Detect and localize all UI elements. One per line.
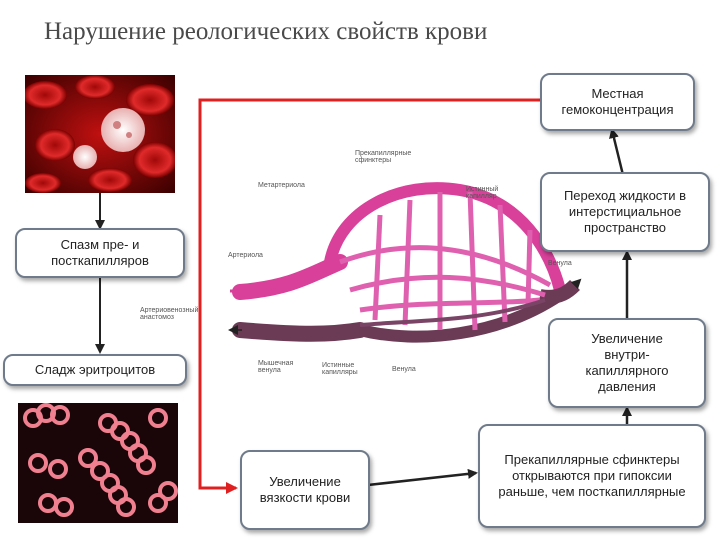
- label-muscular-venule: Мышечная венула: [258, 360, 298, 374]
- box-spasm-text: Спазм пре- и посткапилляров: [17, 237, 183, 269]
- box-pressure-increase-text: Увеличение внутри-капиллярного давления: [572, 331, 682, 395]
- box-viscosity: Увеличение вязкости крови: [240, 450, 370, 530]
- box-local-hemoconcentration: Местная гемоконцентрация: [540, 73, 695, 131]
- box-spasm: Спазм пре- и посткапилляров: [15, 228, 185, 278]
- box-local-hemoconcentration-text: Местная гемоконцентрация: [542, 86, 693, 118]
- label-true-capillaries: Истинные капилляры: [322, 362, 364, 376]
- box-sludge-text: Сладж эритроцитов: [35, 362, 155, 378]
- label-venule-bottom: Венула: [392, 366, 416, 373]
- capillary-bed-illustration: [230, 188, 580, 337]
- box-pressure-increase: Увеличение внутри-капиллярного давления: [548, 318, 706, 408]
- box-sphincters-text: Прекапиллярные сфинктеры открываются при…: [497, 452, 687, 500]
- box-fluid-transition: Переход жидкости в интерстициальное прос…: [540, 172, 710, 252]
- arrow-fluid-to-hemoconc: [612, 130, 623, 175]
- label-arteriole: Артериола: [228, 252, 263, 259]
- box-sludge: Сладж эритроцитов: [3, 354, 187, 386]
- box-viscosity-text: Увеличение вязкости крови: [255, 474, 355, 506]
- arrow-viscosity-to-sphincters: [368, 473, 476, 485]
- box-fluid-transition-text: Переход жидкости в интерстициальное прос…: [542, 188, 708, 236]
- label-venule-right: Венула: [548, 260, 572, 267]
- label-precapillary-sphincters: Прекапиллярные сфинктеры: [355, 150, 425, 164]
- box-sphincters: Прекапиллярные сфинктеры открываются при…: [478, 424, 706, 528]
- label-av-anastomosis: Артериовенозный анастомоз: [140, 307, 210, 321]
- label-metarteriole: Метартериола: [258, 182, 305, 189]
- label-true-capillary: Истинный капилляр: [466, 186, 506, 200]
